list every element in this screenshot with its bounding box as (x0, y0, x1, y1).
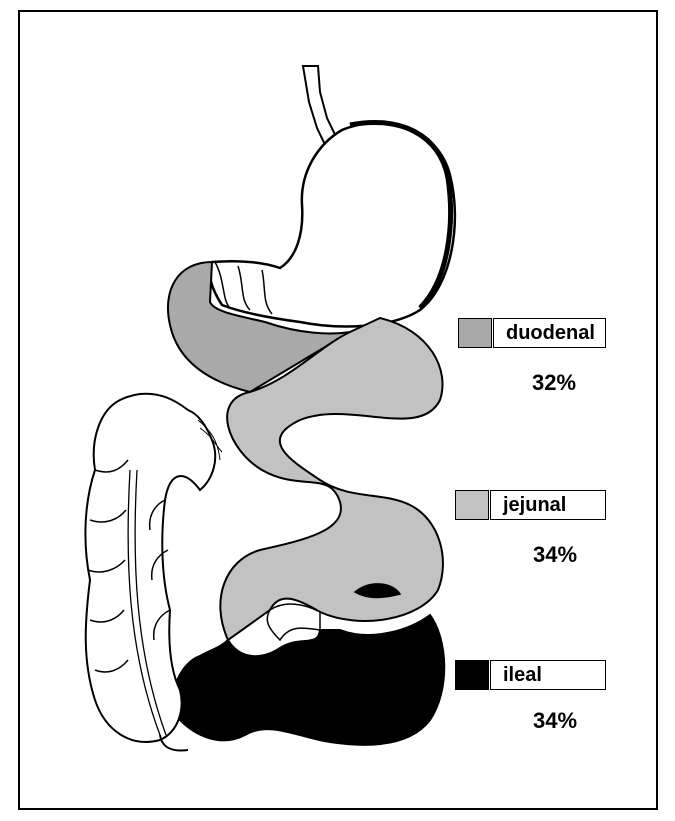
legend-swatch-ileal (455, 660, 489, 690)
ileum-segment (174, 615, 445, 745)
legend-label-jejunal: jejunal (490, 490, 606, 520)
legend-percent-duodenal: 32% (532, 370, 576, 396)
legend-label-ileal: ileal (490, 660, 606, 690)
legend-percent-jejunal: 34% (533, 542, 577, 568)
legend-swatch-jejunal (455, 490, 489, 520)
legend-swatch-duodenal (458, 318, 492, 348)
stomach (210, 123, 455, 327)
legend-percent-ileal: 34% (533, 708, 577, 734)
ileum-inner-gap (267, 604, 320, 640)
legend-label-duodenal: duodenal (493, 318, 606, 348)
